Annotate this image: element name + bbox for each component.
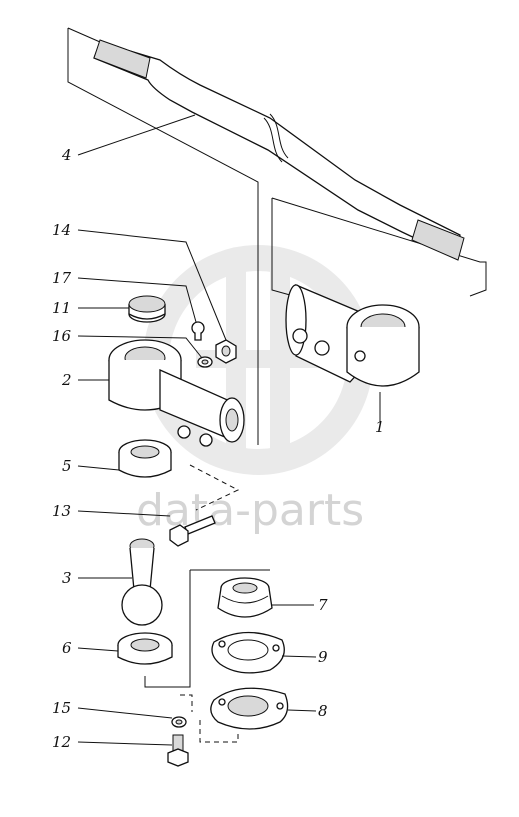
part-1-tie-rod-end bbox=[285, 284, 420, 387]
callout-8: 8 bbox=[318, 702, 328, 720]
callout-14: 14 bbox=[52, 221, 71, 239]
callout-2: 2 bbox=[61, 371, 72, 389]
callout-16: 16 bbox=[52, 327, 72, 345]
callout-11: 11 bbox=[52, 299, 71, 317]
callout-7: 7 bbox=[318, 596, 328, 614]
callout-5: 5 bbox=[62, 457, 72, 475]
callout-1: 1 bbox=[375, 418, 385, 436]
part-3-ball-pin bbox=[121, 538, 163, 626]
part-14-nut bbox=[215, 339, 237, 364]
part-5-clamp-ring bbox=[118, 439, 172, 478]
part-13-bolt bbox=[169, 515, 216, 547]
callout-9: 9 bbox=[318, 648, 328, 666]
part-2-tie-rod-end bbox=[108, 339, 245, 447]
callout-15: 15 bbox=[52, 699, 71, 717]
part-17-grease-fitting bbox=[191, 321, 205, 341]
callout-13: 13 bbox=[52, 502, 71, 520]
leader-lines bbox=[77, 114, 381, 746]
part-16-washer bbox=[197, 356, 213, 368]
part-8-cover bbox=[210, 687, 289, 730]
part-6-ring bbox=[117, 632, 173, 665]
part-7-dust-boot bbox=[217, 577, 273, 618]
part-11-cap bbox=[128, 295, 166, 323]
callout-3: 3 bbox=[62, 569, 72, 587]
callout-12: 12 bbox=[52, 733, 71, 751]
callout-4: 4 bbox=[61, 146, 72, 164]
reference-lines bbox=[67, 27, 487, 743]
part-4-tie-rod bbox=[93, 39, 465, 261]
watermark-text: data-parts bbox=[136, 485, 364, 536]
part-12-bolt bbox=[167, 734, 189, 767]
callout-6: 6 bbox=[62, 639, 72, 657]
callout-labels: 4 14 17 11 16 2 1 5 13 3 7 6 9 15 8 12 bbox=[52, 146, 385, 751]
callout-17: 17 bbox=[52, 269, 72, 287]
part-9-gasket bbox=[211, 631, 285, 674]
part-15-lock-washer bbox=[171, 716, 187, 728]
